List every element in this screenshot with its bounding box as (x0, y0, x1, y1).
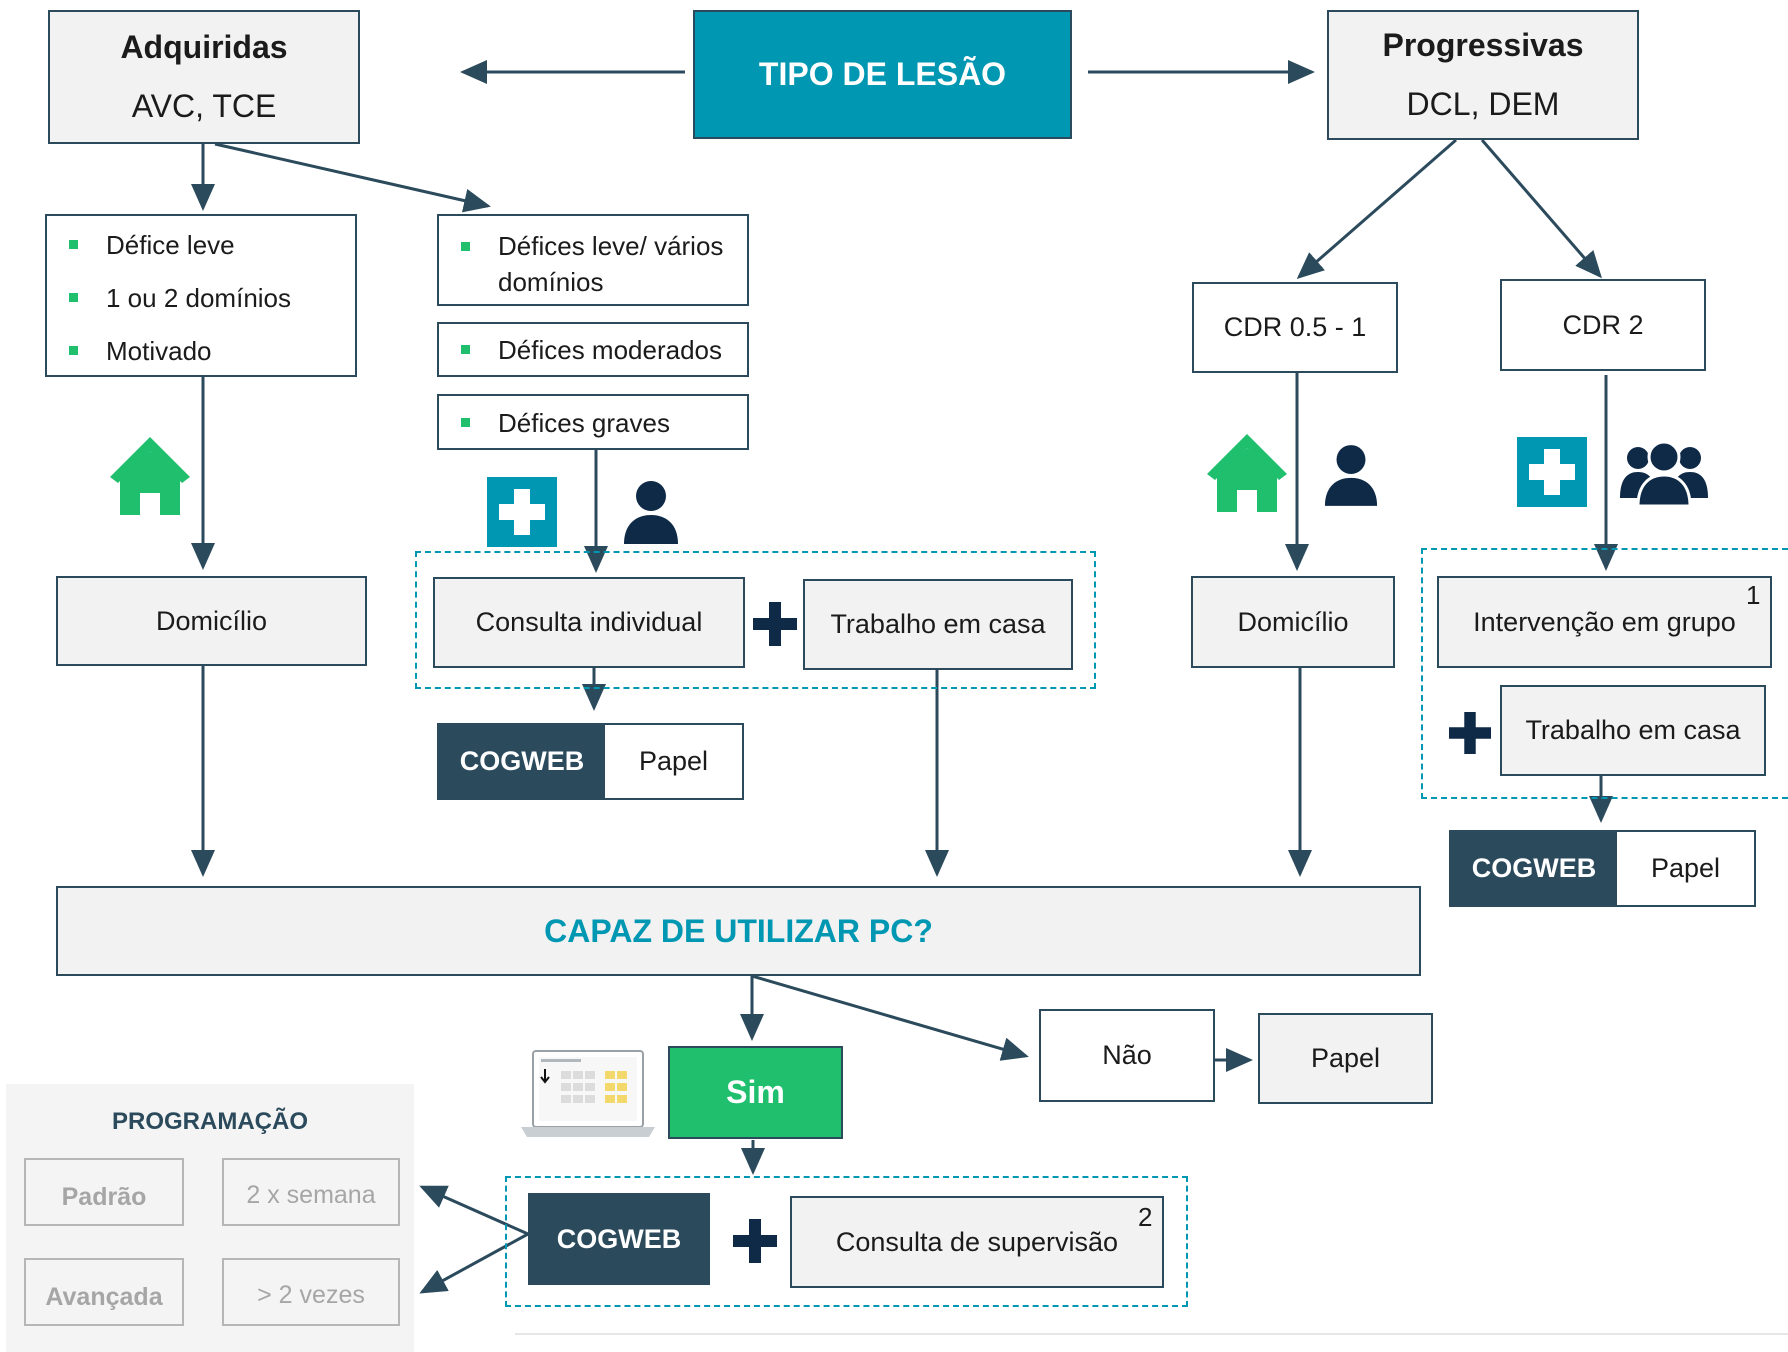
plus-icon (1449, 712, 1491, 754)
cdr-low-box: CDR 0.5 - 1 (1192, 282, 1398, 373)
footnote-2: 2 (1138, 1202, 1153, 1232)
home-box-acquired: Domicílio (56, 576, 367, 666)
lesion-type-box: TIPO DE LESÃO (693, 10, 1072, 139)
programming-panel: PROGRAMAÇÃO Padrão 2 x semana Avançada >… (6, 1084, 414, 1352)
advanced-box: Avançada (24, 1258, 184, 1326)
progressive-box: Progressivas DCL, DEM (1327, 10, 1639, 140)
lesion-type-title: TIPO DE LESÃO (758, 56, 1007, 92)
homework-box-progressive: Trabalho em casa (1500, 685, 1766, 776)
group-intervention-group (1421, 548, 1788, 799)
plus-icon (753, 602, 797, 646)
person-icon (1324, 445, 1378, 506)
plus-icon (733, 1219, 777, 1263)
no-paper-box: Papel (1258, 1013, 1433, 1104)
mild-deficit-list: Défice leve 1 ou 2 domínios Motivado (45, 214, 357, 377)
no-box: Não (1039, 1009, 1215, 1102)
cogweb-box: COGWEB (528, 1193, 710, 1285)
pc-question-box: CAPAZ DE UTILIZAR PC? (56, 886, 1421, 976)
person-icon (624, 481, 678, 544)
severe-deficit-box: Défices graves (437, 394, 749, 450)
progressive-subtitle: DCL, DEM (1406, 86, 1560, 122)
acquired-box: Adquiridas AVC, TCE (48, 10, 360, 144)
multi-domain-deficit-box: Défices leve/ vários domínios (437, 214, 749, 306)
cogweb-paper-progressive: COGWEB Papel (1449, 830, 1756, 907)
list-item: 1 ou 2 domínios (69, 283, 291, 314)
cogweb-label: COGWEB (439, 725, 605, 798)
programming-title: PROGRAMAÇÃO (112, 1108, 308, 1135)
laptop-icon (521, 1050, 655, 1137)
paper-label: Papel (638, 746, 709, 776)
standard-frequency-box: 2 x semana (222, 1158, 400, 1226)
house-icon (110, 437, 190, 515)
cogweb-paper-acquired: COGWEB Papel (437, 723, 744, 800)
medical-cross-icon (1517, 437, 1587, 507)
list-item: Défice leve (69, 230, 235, 261)
supervision-consult-box: Consulta de supervisão (790, 1196, 1164, 1288)
list-item: Motivado (69, 336, 212, 367)
homework-box-acquired: Trabalho em casa (803, 579, 1073, 670)
footnote-1: 1 (1746, 580, 1761, 610)
advanced-frequency-box: > 2 vezes (222, 1258, 400, 1326)
cdr-high-box: CDR 2 (1500, 279, 1706, 371)
list-item: Défices graves (461, 408, 670, 439)
group-icon (1620, 440, 1708, 506)
cogweb-label: COGWEB (1451, 832, 1617, 905)
medical-cross-icon (487, 477, 557, 547)
yes-box: Sim (668, 1046, 843, 1139)
paper-label: Papel (1650, 853, 1721, 883)
list-item: Défices moderados (461, 335, 722, 366)
individual-consult-box: Consulta individual (433, 577, 745, 668)
house-icon (1207, 434, 1287, 512)
group-intervention-box: Intervenção em grupo (1437, 576, 1772, 668)
standard-box: Padrão (24, 1158, 184, 1226)
list-item: Défices leve/ vários domínios (461, 228, 731, 300)
acquired-title: Adquiridas (120, 29, 288, 65)
moderate-deficit-box: Défices moderados (437, 322, 749, 377)
pc-question: CAPAZ DE UTILIZAR PC? (544, 912, 933, 949)
progressive-title: Progressivas (1382, 27, 1584, 63)
cogweb-supervision-group (505, 1176, 1188, 1307)
home-box-progressive: Domicílio (1191, 576, 1395, 668)
acquired-subtitle: AVC, TCE (131, 88, 277, 124)
individual-consult-group (415, 551, 1096, 689)
